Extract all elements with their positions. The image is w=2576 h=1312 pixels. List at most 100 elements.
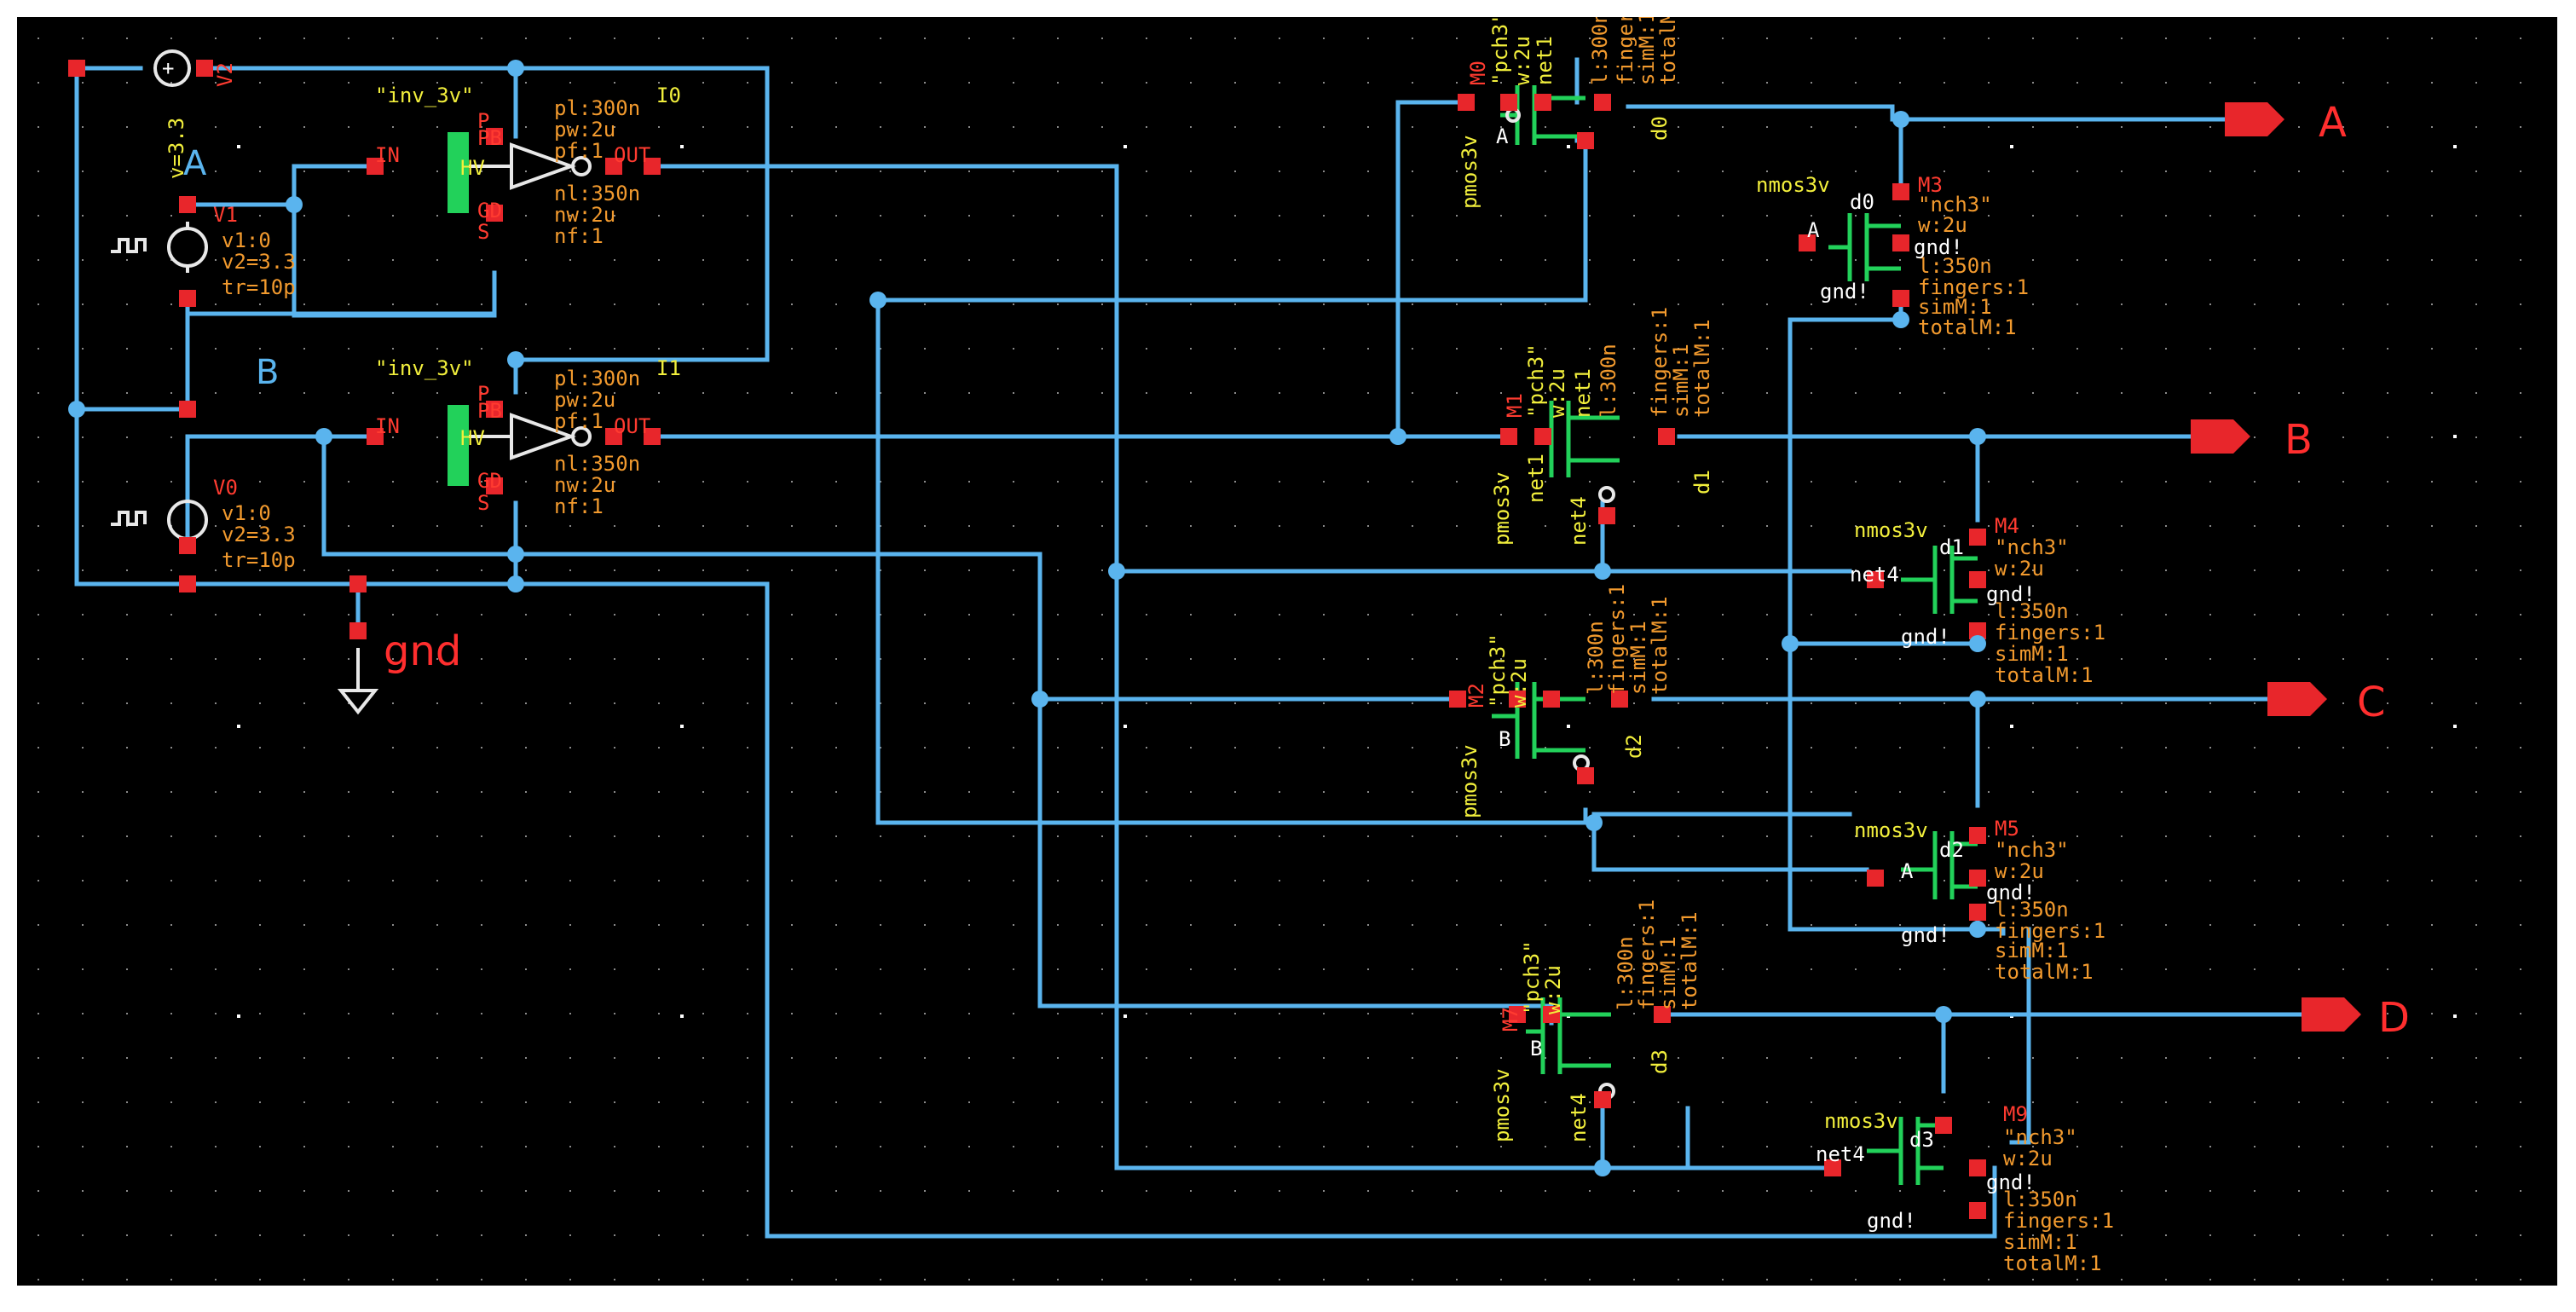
inv1-pb: PB [477, 399, 502, 423]
v2-name: V2 [213, 62, 237, 87]
m5-g: A [1901, 859, 1914, 883]
pin-11 [486, 205, 503, 222]
m1-model: pmos3v [1490, 471, 1514, 546]
m2-name: M2 [1464, 683, 1488, 708]
junction-dot-16 [1782, 635, 1799, 652]
pin-5 [179, 537, 196, 554]
m1-f: fingers:1 [1648, 307, 1672, 418]
m9-w: w:2u [2003, 1147, 2053, 1170]
pin-23 [1594, 94, 1611, 111]
inv1-in: IN [375, 414, 400, 438]
inv1-out: OUT [614, 414, 650, 438]
pin-31 [1577, 767, 1594, 784]
inv1-n2: nw:2u [554, 473, 615, 497]
junction-dot-12 [1892, 111, 1909, 128]
inv1-p2: pw:2u [554, 388, 615, 412]
v2-plus-icon: + [162, 56, 174, 80]
v2-symbol [153, 49, 191, 87]
m5-model: nmos3v [1854, 818, 1928, 842]
m1-w: w:2u [1545, 368, 1569, 418]
v0-pulse-icon [111, 511, 147, 526]
pin-40 [1892, 290, 1909, 307]
major-grid [17, 17, 2557, 1286]
v1-p1: v1:0 [222, 228, 271, 252]
inv0-cell: "inv_3v" [375, 84, 474, 107]
pin-51 [1969, 1159, 1986, 1176]
pin-8 [349, 622, 367, 639]
m9-b: gnd! [1986, 1170, 2036, 1194]
m2-t: totalM:1 [1648, 596, 1672, 695]
junction-dot-13 [1892, 311, 1909, 328]
inv0-s: S [477, 220, 489, 244]
m3-cell: "nch3" [1918, 193, 1992, 217]
output-label-b: B [2284, 416, 2313, 464]
v0-name: V0 [213, 476, 238, 500]
pin-2 [179, 196, 196, 213]
v1-p3: tr=10p [222, 275, 296, 299]
m9-l: l:350n [2003, 1188, 2077, 1211]
m5-l: l:350n [1995, 898, 2069, 922]
m2-s: simM:1 [1626, 621, 1650, 695]
m4-cell: "nch3" [1995, 535, 2069, 559]
m3-name: M3 [1918, 173, 1943, 197]
m9-src: gnd! [1867, 1209, 1916, 1233]
m7-t: totalM:1 [1678, 911, 1701, 1010]
pin-25 [1534, 428, 1551, 445]
labels: V2 v=3.3 V1 v1:0 v2=3.3 tr=10p V0 v1:0 v… [165, 17, 2410, 1275]
v0-p3: tr=10p [222, 548, 296, 572]
inv1-n1: nl:350n [554, 452, 640, 476]
pin-21 [1534, 94, 1551, 111]
nmos-m9-symbol [1867, 1117, 1944, 1185]
v2-param: v=3.3 [165, 118, 188, 179]
pin-22 [1577, 132, 1594, 149]
junction-dot-2 [286, 196, 303, 213]
junction-dot-21 [1594, 1159, 1611, 1176]
wire-v1-in [185, 164, 378, 207]
inv0-p: P [477, 109, 489, 133]
m9-d: d3 [1909, 1128, 1934, 1152]
m3-src: gnd! [1820, 280, 1869, 303]
m9-f: fingers:1 [2003, 1209, 2114, 1233]
junction-dot-1 [68, 401, 85, 418]
pin-34 [1543, 1006, 1560, 1023]
pin-44 [1969, 622, 1986, 639]
pin-33 [1509, 1006, 1526, 1023]
m7-w: w:2u [1541, 965, 1565, 1014]
pin-47 [1969, 870, 1986, 887]
net-label-b: B [256, 353, 279, 392]
pin-28 [1449, 691, 1466, 708]
pin-20 [1500, 94, 1517, 111]
m0-model: pmos3v [1458, 135, 1481, 209]
m7-l: l:300n [1614, 936, 1637, 1010]
pin-32 [1611, 691, 1628, 708]
junction-dot-20 [1594, 563, 1611, 580]
pin-27 [1658, 428, 1675, 445]
m9-name: M9 [2003, 1102, 2028, 1126]
pin-3 [179, 290, 196, 307]
pin-7 [349, 575, 367, 592]
m0-net: net1 [1533, 36, 1557, 85]
pin-16 [486, 477, 503, 494]
junction-dot-17 [1969, 691, 1986, 708]
pin-43 [1969, 571, 1986, 588]
pin-26 [1598, 507, 1615, 524]
m9-g: net4 [1816, 1142, 1865, 1166]
m7-cell: "pch3" [1520, 940, 1544, 1014]
output-arrow-d-icon [2302, 997, 2361, 1032]
m5-src: gnd! [1901, 923, 1950, 947]
m3-s: simM:1 [1918, 295, 1992, 319]
inv0-bubble [571, 156, 592, 176]
pin-17 [605, 428, 622, 445]
m1-cell: "pch3" [1524, 344, 1548, 418]
inv1-n3: nf:1 [554, 494, 604, 518]
m0-cell: "pch3" [1488, 17, 1512, 85]
m4-d: d1 [1939, 535, 1964, 559]
junction-dot-6 [507, 575, 524, 592]
wire-m9-s [2009, 927, 2031, 1145]
inv1-hv: HV [460, 426, 485, 450]
output-label-c: C [2357, 679, 2386, 726]
nmos-m4-symbol [1901, 546, 1978, 614]
pin-6 [179, 575, 196, 592]
wire-vdd-top [202, 66, 770, 362]
junction-dot-8 [1108, 563, 1125, 580]
